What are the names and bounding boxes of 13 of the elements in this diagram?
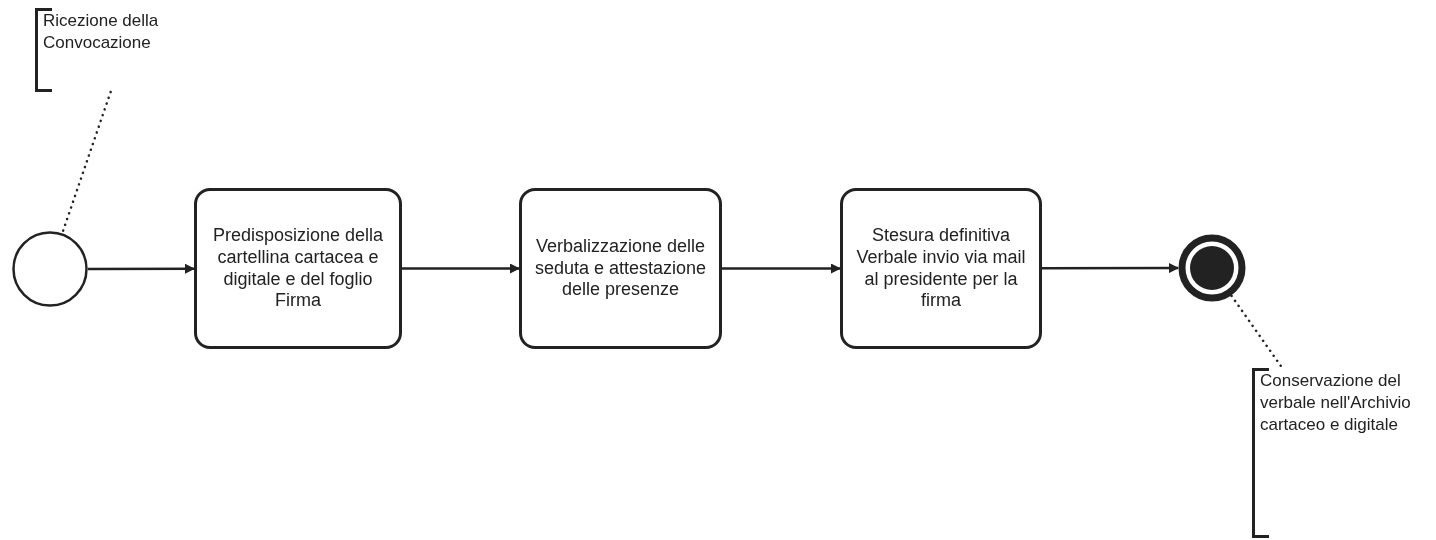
task-box: Predisposizione della cartellina cartacea e digitale e del foglio Firma — [194, 188, 402, 349]
end-event-circle — [1178, 234, 1246, 302]
annotation-text: Ricezione della Convocazione — [43, 10, 160, 55]
task-box: Stesura definitiva Verbale invio via mail al presidente per la firma — [840, 188, 1042, 349]
sequence-flow-arrow — [88, 263, 195, 274]
task-box: Verbalizzazione delle seduta e attestazione delle presenze — [519, 188, 722, 349]
association-line — [61, 90, 112, 235]
sequence-flow-arrow — [1042, 263, 1179, 274]
start-event-circle — [12, 231, 88, 307]
association-line — [1230, 294, 1284, 370]
annotation-text: Conservazione del verbale nell'Archivio cartaceo e digitale — [1260, 370, 1412, 437]
sequence-flow-arrow — [402, 263, 520, 274]
sequence-flow-arrow — [722, 263, 841, 274]
